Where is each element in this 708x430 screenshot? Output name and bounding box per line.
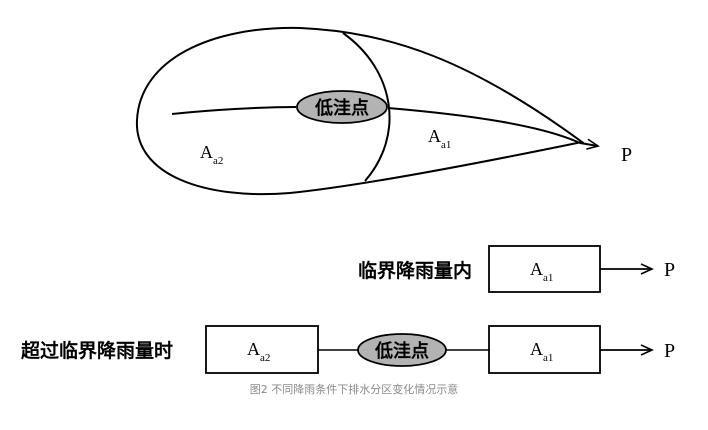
catchment-outline xyxy=(135,26,585,196)
exceed-box-a2-label: Aa2 xyxy=(247,339,270,364)
within-outlet-p: P xyxy=(664,259,675,281)
low-point-ellipse xyxy=(296,90,388,124)
exceed-outlet-p: P xyxy=(664,340,675,362)
exceed-critical-label: 超过临界降雨量时 xyxy=(20,339,173,362)
low-point-label: 低洼点 xyxy=(314,97,369,119)
outlet-arrow xyxy=(579,138,600,150)
exceed-box-a1 xyxy=(488,325,601,374)
exceed-box-a2 xyxy=(205,325,319,374)
flow-line-upper xyxy=(387,107,581,144)
figure-caption: 图2 不同降雨条件下排水分区变化情况示意 xyxy=(249,383,459,396)
within-box-a1-label: Aa1 xyxy=(530,259,553,284)
within-critical-label: 临界降雨量内 xyxy=(358,259,472,282)
outlet-p-top: P xyxy=(621,144,632,166)
exceed-box-a1-label: Aa1 xyxy=(530,339,553,364)
flow-line-lower xyxy=(171,106,297,115)
exceed-low-point-label: 低洼点 xyxy=(374,340,429,362)
within-box-a1 xyxy=(488,245,601,293)
area-a1-label: Aa1 xyxy=(428,126,451,151)
divide-line xyxy=(342,32,391,182)
area-a2-label: Aa2 xyxy=(200,142,223,167)
